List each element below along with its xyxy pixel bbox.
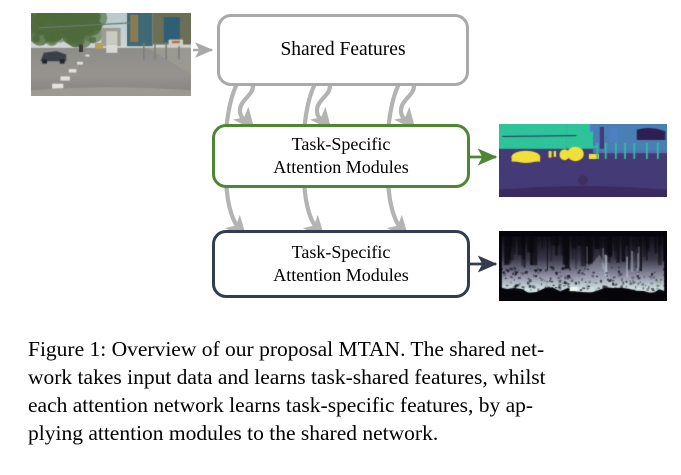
- task-a-label-line1: Task-Specific: [291, 133, 391, 154]
- caption-line-2: work takes input data and learns task-sh…: [28, 364, 546, 389]
- attention-arrows-to-task-b: [222, 83, 410, 239]
- attention-arrows-to-task-a: [232, 83, 417, 131]
- figure-caption: Figure 1: Overview of our proposal MTAN.…: [28, 336, 662, 448]
- caption-line-1: Figure 1: Overview of our proposal MTAN.…: [28, 337, 545, 361]
- task-b-label-line1: Task-Specific: [291, 241, 391, 262]
- diagram-area: Shared Features Task-Specific Attention …: [31, 13, 667, 301]
- task-a-label-line2: Attention Modules: [273, 157, 409, 177]
- semantic-segmentation-output: [499, 124, 667, 197]
- input-street-scene-image: [31, 13, 191, 96]
- diagram-svg: [193, 42, 498, 273]
- task-specific-attention-modules-box-depth: Task-Specific Attention Modules: [212, 230, 470, 298]
- task-b-label-line2: Attention Modules: [273, 265, 409, 285]
- shared-features-label: Shared Features: [280, 38, 406, 60]
- shared-features-box: Shared Features: [217, 14, 469, 86]
- task-specific-attention-modules-box-segmentation: Task-Specific Attention Modules: [212, 124, 470, 188]
- caption-line-4: plying attention modules to the shared n…: [28, 420, 439, 445]
- caption-line-3: each attention network learns task-speci…: [28, 392, 534, 417]
- depth-estimation-output: [499, 231, 667, 301]
